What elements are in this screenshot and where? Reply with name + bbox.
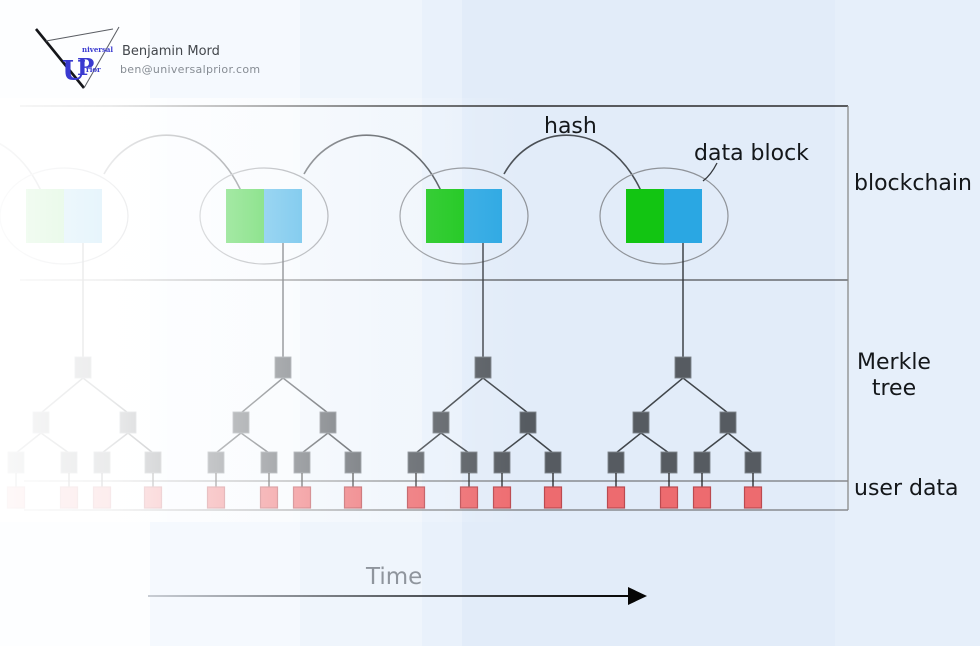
time-axis-label: Time	[366, 564, 423, 590]
merkle-label-line1: Merkle	[857, 350, 931, 375]
merkle-tree-row-label: Merkle tree	[850, 350, 938, 402]
universal-prior-logo: U niversal P rior	[34, 26, 120, 89]
logo-word-universal: niversal	[82, 45, 113, 54]
time-arrow	[148, 587, 647, 605]
logo-letter-u: U	[62, 56, 86, 87]
user-data-row-label: user data	[854, 476, 959, 501]
time-fade-overlay	[0, 98, 850, 522]
time-arrowhead	[628, 587, 647, 605]
logo-letter-p: P	[77, 54, 94, 81]
blockchain-row-label: blockchain	[854, 171, 972, 196]
author-name: Benjamin Mord	[122, 44, 220, 59]
data-block-pointer-line	[702, 162, 718, 182]
data-block-label: data block	[694, 141, 809, 166]
hash-label: hash	[544, 114, 597, 139]
logo-word-prior: rior	[86, 65, 101, 74]
merkle-label-line2: tree	[871, 376, 917, 401]
author-email: ben@universalprior.com	[120, 63, 261, 76]
